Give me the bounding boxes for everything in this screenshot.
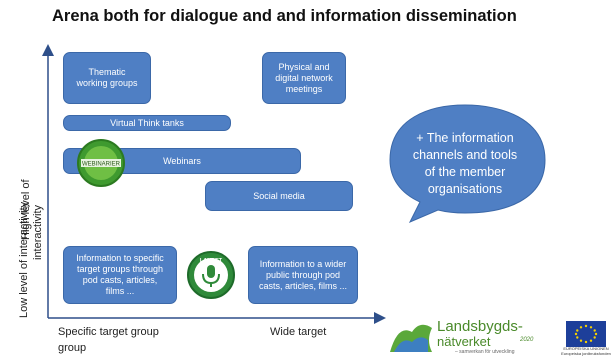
speech-bubble: [389, 104, 546, 223]
svg-text:LANDET: LANDET: [200, 258, 223, 264]
logo-natverket: nätverket: [437, 334, 491, 349]
y-label-low-line1: Low level of interactivity: [18, 201, 30, 318]
y-label-low-line2: interactivity: [32, 204, 44, 260]
x-label-left-line2: group: [58, 342, 87, 354]
x-label-right: Wide target: [270, 326, 327, 338]
eu-flag-icon: [566, 321, 606, 347]
webinarier-badge: WEBINARIER: [77, 139, 125, 187]
landet-podcast-badge: LANDET: [187, 251, 235, 299]
logo-tagline: – samverkan för utveckling: [455, 349, 515, 355]
box-physical-digital-meetings: Physical and digital network meetings: [262, 52, 346, 104]
box-social-media: Social media: [205, 181, 353, 211]
landsbygd-logo-icon: [390, 324, 432, 352]
logo-landsbygds: Landsbygds-: [437, 318, 523, 335]
x-label-left-line1: Specific target group: [58, 326, 159, 338]
logo-year: 2020: [520, 337, 534, 343]
eu-caption: EUROPEISKA UNIONEN Europeiska jordbruksf…: [561, 346, 611, 356]
svg-text:WEBINARIER: WEBINARIER: [82, 162, 121, 168]
box-wider-public-info: Information to a wider public through po…: [248, 246, 358, 304]
bubble-text: + The information channels and tools of …: [412, 131, 518, 196]
box-specific-target-info: Information to specific target groups th…: [63, 246, 177, 304]
box-virtual-think-tanks: Virtual Think tanks: [63, 115, 231, 131]
y-label-high: High level of: [20, 179, 32, 240]
box-thematic-working-groups: Thematic working groups: [63, 52, 151, 104]
slide-title: Arena both for dialogue and and informat…: [52, 7, 517, 25]
